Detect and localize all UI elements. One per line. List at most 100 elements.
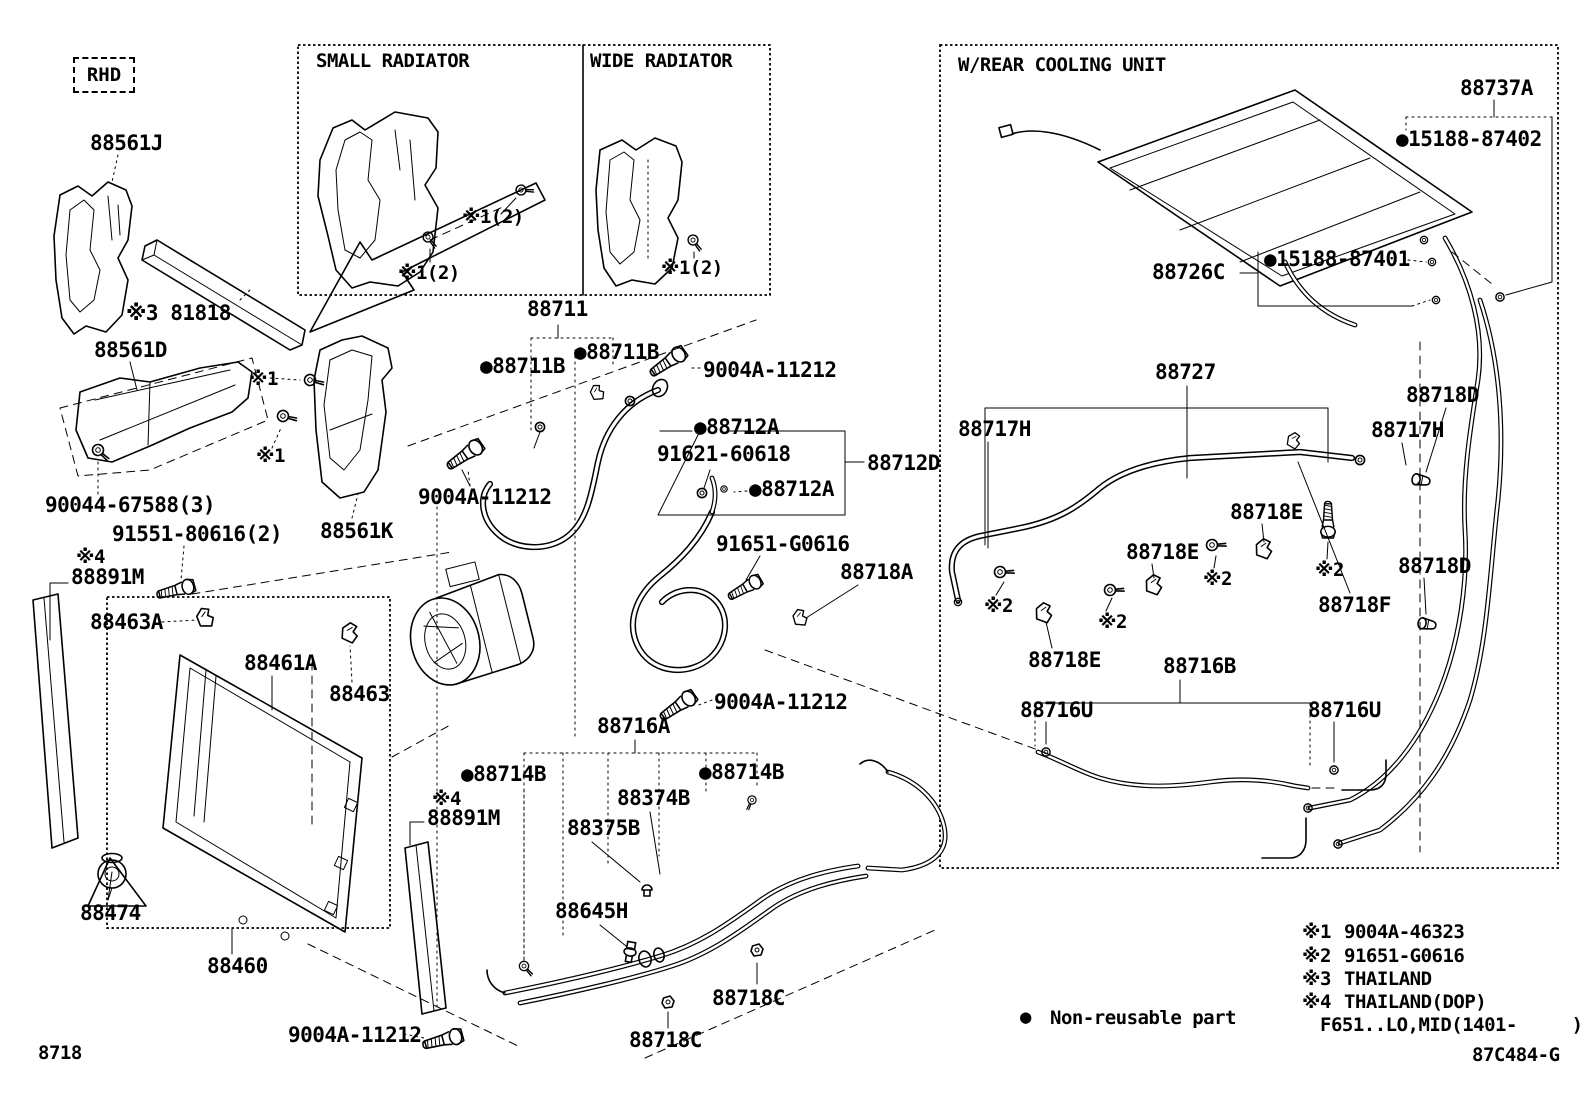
part-label-88712a: ●88712A (749, 477, 835, 501)
part-label-88711b: ●88711B (480, 354, 566, 378)
bracket-small-radiator (317, 111, 439, 289)
hardware-right (987, 407, 1447, 763)
pipe-88727 (948, 430, 1366, 607)
part-label-91651g0616: 91651-G0616 (716, 532, 850, 556)
rear-cooling-unit (998, 89, 1505, 328)
bracket-88561J (53, 154, 133, 335)
non-reusable-note: Non-reusable part (1050, 1007, 1236, 1029)
bracket-lines (436, 99, 1553, 1009)
part-label-2: ※2 (1315, 559, 1344, 581)
part-label-1: ※1 (249, 368, 278, 390)
wide-radiator-title: WIDE RADIATOR (590, 50, 733, 72)
part-label-9162160618: 91621-60618 (657, 442, 791, 466)
legend-value-4: THAILAND(DOP) (1344, 991, 1487, 1013)
legend-value-1: 9004A-46323 (1344, 921, 1465, 943)
part-label-88716b: 88716B (1163, 654, 1236, 678)
part-label-1518887401: ●15188-87401 (1264, 247, 1410, 271)
legend-value-2: 91651-G0616 (1344, 945, 1465, 967)
part-label-9004a11212: 9004A-11212 (418, 485, 552, 509)
legend-mark-2: ※2 (1302, 945, 1331, 967)
bracket-wide-radiator (595, 137, 683, 287)
part-label-88374b: 88374B (617, 786, 690, 810)
part-label-90044675883: 90044-67588(3) (45, 493, 216, 517)
part-label-2: ※2 (1098, 611, 1127, 633)
hose-88711 (479, 378, 669, 551)
rhd-tag: RHD (73, 57, 135, 93)
condenser-assembly (87, 605, 363, 955)
pipe-88716B (1035, 747, 1387, 859)
part-label-88463a: 88463A (90, 610, 163, 634)
panel-88561K (313, 335, 393, 519)
part-label-88463: 88463 (329, 682, 390, 706)
part-label-12: ※1(2) (398, 262, 460, 284)
part-label-88737a: 88737A (1460, 76, 1533, 100)
part-label-12: ※1(2) (462, 206, 524, 228)
small-radiator-title: SMALL RADIATOR (316, 50, 470, 72)
hose-88712D (629, 475, 729, 673)
drawing-code: 87C484-G (1472, 1044, 1560, 1066)
part-label-4: ※4 (432, 788, 461, 810)
part-label-4: ※4 (76, 546, 105, 568)
part-label-88891m: 88891M (71, 565, 144, 589)
part-label-12: ※1(2) (661, 257, 723, 279)
part-label-88727: 88727 (1155, 360, 1216, 384)
part-label-88711: 88711 (527, 297, 588, 321)
rear-cooling-title: W/REAR COOLING UNIT (958, 54, 1166, 76)
part-label-88718c: 88718C (712, 986, 785, 1010)
part-label-1: ※1 (256, 445, 285, 467)
part-label-2: ※2 (984, 595, 1013, 617)
compressor (409, 561, 535, 686)
part-label-88714b: ●88714B (461, 762, 547, 786)
seal-strips-88891M (32, 582, 447, 1015)
part-label-88460: 88460 (207, 954, 268, 978)
page-code: 8718 (38, 1042, 82, 1064)
non-reusable-bullet: ● (1020, 1006, 1031, 1028)
part-label-88712a: ●88712A (694, 415, 780, 439)
frame-boxes (106, 44, 1559, 929)
part-label-381818: ※3 81818 (126, 301, 231, 325)
panel-88561D (59, 357, 269, 477)
part-label-88561k: 88561K (320, 519, 393, 543)
part-label-88561d: 88561D (94, 338, 167, 362)
part-label-88561j: 88561J (90, 131, 163, 155)
part-label-88717h: 88717H (1371, 418, 1444, 442)
part-label-88718a: 88718A (840, 560, 913, 584)
part-label-88718d: 88718D (1398, 554, 1471, 578)
part-label-88717h: 88717H (958, 417, 1031, 441)
part-label-88714b: ●88714B (699, 760, 785, 784)
part-label-9004a11212: 9004A-11212 (288, 1023, 422, 1047)
part-label-9004a11212: 9004A-11212 (703, 358, 837, 382)
direction-arrow (309, 182, 546, 333)
part-label-91551806162: 91551-80616(2) (112, 522, 283, 546)
part-label-88716a: 88716A (597, 714, 670, 738)
rhd-tag-label: RHD (86, 64, 122, 86)
part-label-88718e: 88718E (1230, 500, 1303, 524)
part-label-88461a: 88461A (244, 651, 317, 675)
pipes-bottom (403, 759, 948, 1054)
part-label-88718d: 88718D (1406, 383, 1479, 407)
part-label-88711b: ●88711B (574, 340, 660, 364)
part-label-88375b: 88375B (567, 816, 640, 840)
part-label-88474: 88474 (80, 901, 141, 925)
part-label-88718e: 88718E (1126, 540, 1199, 564)
seal-81818 (141, 239, 306, 351)
part-label-88716u: 88716U (1308, 698, 1381, 722)
legend-value-3: THAILAND (1344, 968, 1432, 990)
part-label-88718f: 88718F (1318, 593, 1391, 617)
part-label-88891m: 88891M (427, 806, 500, 830)
legend-mark-4: ※4 (1302, 991, 1331, 1013)
part-label-88726c: 88726C (1152, 260, 1225, 284)
part-label-88718c: 88718C (629, 1028, 702, 1052)
part-label-1518887402: ●15188-87402 (1396, 127, 1542, 151)
pipes-right-long (1303, 235, 1504, 849)
part-label-9004a11212: 9004A-11212 (714, 690, 848, 714)
legend-mark-1: ※1 (1302, 921, 1331, 943)
dashed-lines (191, 251, 1493, 1059)
bolts-middle (442, 343, 713, 726)
variant-code: F651..LO,MID(1401- ) (1320, 1014, 1583, 1036)
part-label-88716u: 88716U (1020, 698, 1093, 722)
part-label-88718e: 88718E (1028, 648, 1101, 672)
part-label-88712d: 88712D (867, 451, 940, 475)
